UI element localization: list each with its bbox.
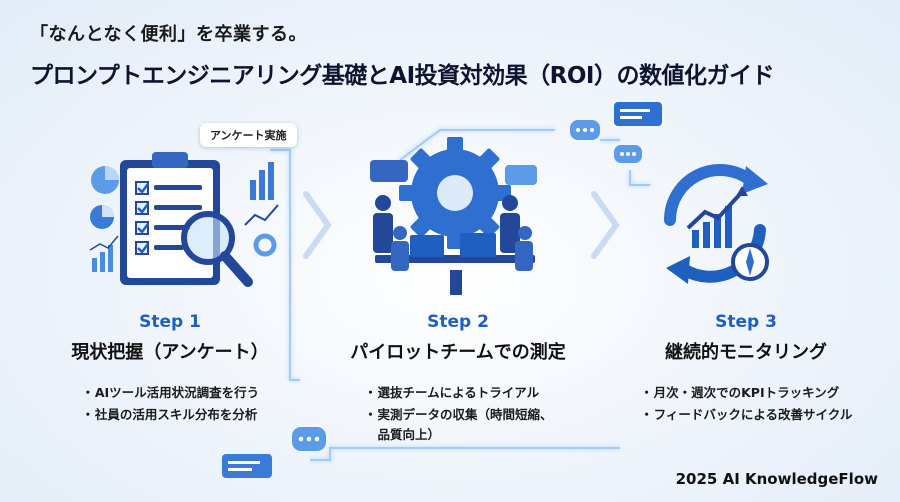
step-1: Step 1 現状把握（アンケート） ・AIツール活用状況調査を行う ・社員の活… bbox=[30, 312, 310, 426]
pilot-team-illustration bbox=[370, 137, 537, 295]
list-item: ・社員の活用スキル分布を分析 bbox=[81, 407, 258, 422]
step-bullets: ・選抜チームによるトライアル ・実測データの収集（時間短縮、 品質向上） bbox=[363, 382, 552, 444]
footer-credit: 2025 AI KnowledgeFlow bbox=[675, 470, 878, 488]
team-icon bbox=[373, 195, 535, 295]
step-2: Step 2 パイロットチームでの測定 ・選抜チームによるトライアル ・実測デー… bbox=[318, 312, 598, 444]
step-title: 現状把握（アンケート） bbox=[71, 342, 269, 363]
step-label: Step 3 bbox=[715, 312, 777, 332]
page-title: プロンプトエンジニアリング基礎とAI投資対効果（ROI）の数値化ガイド bbox=[30, 63, 775, 89]
chat-bubble-icon bbox=[614, 145, 642, 163]
list-item: ・AIツール活用状況調査を行う bbox=[81, 385, 260, 400]
step-bullets: ・AIツール活用状況調査を行う ・社員の活用スキル分布を分析 bbox=[81, 382, 260, 426]
gear-icon bbox=[399, 137, 511, 249]
survey-badge: アンケート実施 bbox=[200, 123, 297, 147]
bar-chart-icon bbox=[89, 235, 119, 272]
list-item: ・実測データの収集（時間短縮、 bbox=[364, 407, 553, 422]
bar-chart-icon bbox=[250, 162, 274, 200]
step-bullets: ・月次・週次でのKPIトラッキング ・フィードバックによる改善サイクル bbox=[640, 382, 853, 426]
chat-bubble-icon bbox=[370, 160, 537, 185]
list-item: ・フィードバックによる改善サイクル bbox=[640, 407, 853, 422]
chat-bubble-icon bbox=[570, 120, 600, 140]
title-block: 「なんとなく便利」を卒業する。 プロンプトエンジニアリング基礎とAI投資対効果（… bbox=[30, 20, 880, 90]
pie-chart-icon bbox=[90, 166, 119, 229]
chat-bubble-icon bbox=[222, 454, 272, 478]
list-item: ・月次・週次でのKPIトラッキング bbox=[640, 385, 840, 400]
chat-bubble-icon bbox=[614, 102, 662, 126]
trend-chart-icon bbox=[692, 206, 732, 248]
magnifier-icon bbox=[181, 211, 253, 287]
list-item: 品質向上） bbox=[377, 427, 440, 442]
step-title: パイロットチームでの測定 bbox=[350, 342, 566, 363]
trend-line bbox=[244, 204, 279, 226]
donut-chart-icon bbox=[253, 233, 277, 257]
compass-icon bbox=[731, 243, 769, 281]
step-title: 継続的モニタリング bbox=[665, 342, 827, 363]
step-3: Step 3 継続的モニタリング ・月次・週次でのKPIトラッキング ・フィード… bbox=[606, 312, 886, 426]
survey-illustration bbox=[89, 152, 279, 287]
page-subtitle: 「なんとなく便利」を卒業する。 bbox=[30, 24, 307, 45]
step-label: Step 1 bbox=[139, 312, 201, 332]
chevron-right-icon bbox=[591, 191, 620, 259]
chevron-right-icon bbox=[303, 191, 332, 259]
list-item: ・選抜チームによるトライアル bbox=[364, 385, 540, 400]
chat-bubble-icon bbox=[292, 427, 326, 451]
step-label: Step 2 bbox=[427, 312, 489, 332]
monitoring-illustration bbox=[664, 164, 769, 284]
